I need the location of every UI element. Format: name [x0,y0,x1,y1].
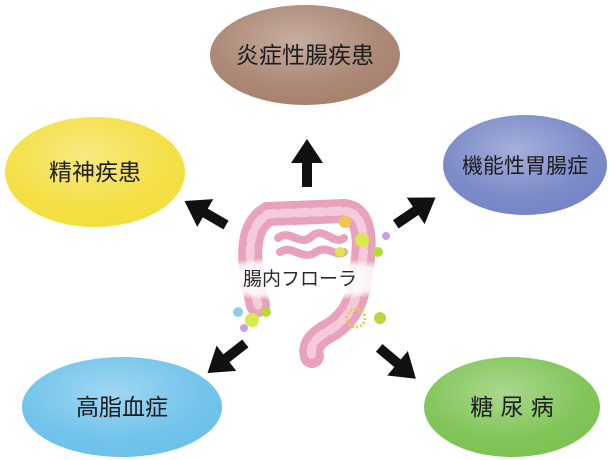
center-label-group: 腸内フローラ [175,257,425,301]
node-bottom-left-label: 高脂血症 [76,395,168,421]
flora-bubble [245,313,259,327]
flora-burst [345,307,367,329]
center-label-band [175,257,425,301]
colon-highlight [245,206,369,361]
flora-bubble [382,232,390,240]
arrow-up [291,139,323,187]
flora-bubble [335,247,345,257]
node-right-shine [443,115,607,215]
flora-bubble [355,233,369,247]
center-label: 腸内フローラ [243,268,357,290]
flora-bubble [339,216,351,228]
flora-bubble [240,324,248,332]
node-right-label: 機能性胃腸症 [462,154,588,178]
node-bottom-right-label: 糖 尿 病 [470,395,554,421]
node-inflammatory-bowel-disease: 炎症性腸疾患 [210,5,400,105]
flora-bubble [261,307,271,317]
arrow-up-left [184,199,229,230]
flora-bubble [233,307,243,317]
node-hyperlipidemia: 高脂血症 [22,357,222,457]
node-left-label: 精神疾患 [49,160,141,186]
flora-bubble [373,247,383,257]
arrow-down-left [207,339,249,374]
node-bottom-left-shine [22,357,222,457]
flora-bubbles [233,216,390,332]
arrow-down-right [375,344,416,379]
node-top-label: 炎症性腸疾患 [236,43,374,69]
flora-bubble [374,312,386,324]
node-mental-disorders: 精神疾患 [5,117,185,227]
node-top-shine [210,5,400,105]
node-diabetes: 糖 尿 病 [424,357,600,457]
node-functional-dyspepsia: 機能性胃腸症 [443,115,607,215]
node-left-shine [5,117,185,227]
node-bottom-right-shine [424,357,600,457]
small-intestine [274,229,348,260]
arrow-up-right [392,197,436,229]
